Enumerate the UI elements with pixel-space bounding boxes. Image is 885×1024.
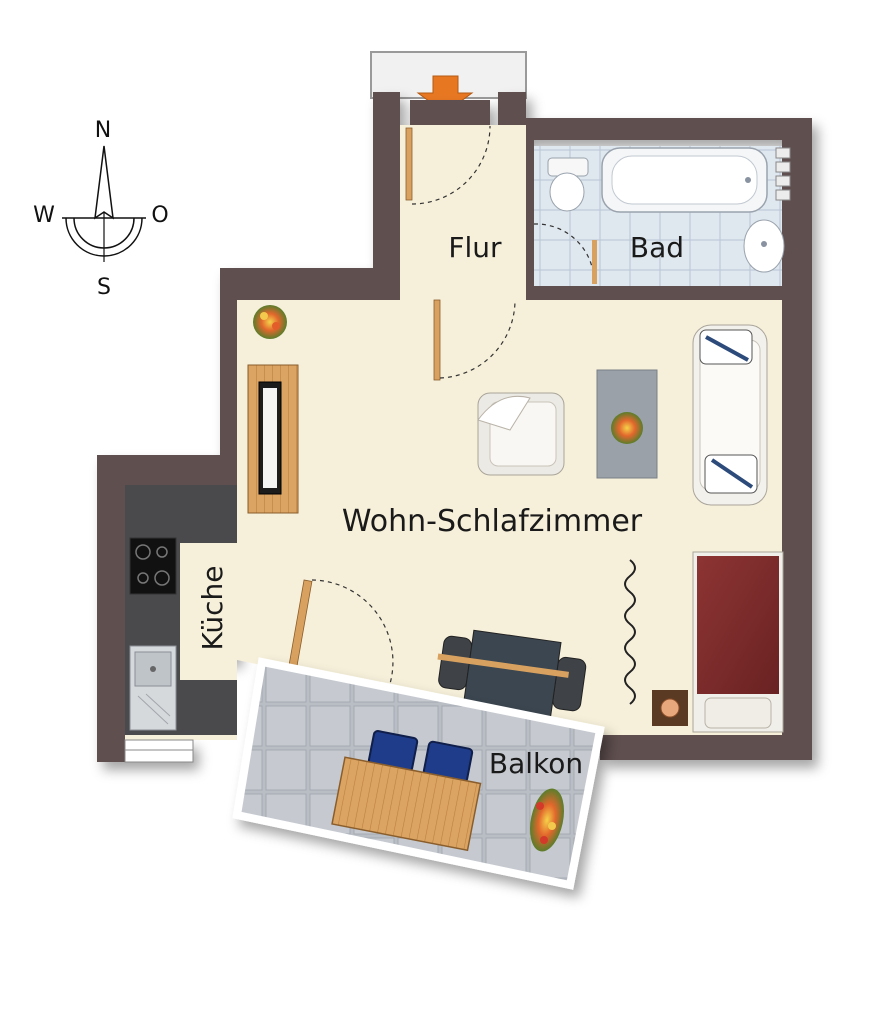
compass-north: N — [95, 118, 111, 143]
compass-south: S — [97, 275, 111, 300]
balcony-furniture — [331, 730, 482, 852]
dining-table — [437, 629, 587, 719]
flower-vase-icon — [611, 412, 643, 444]
compass-east: O — [151, 203, 168, 228]
sink-icon — [743, 219, 785, 273]
label-bad: Bad — [630, 231, 684, 264]
compass-west: W — [33, 203, 55, 228]
label-flur: Flur — [448, 231, 502, 264]
room-kueche — [124, 485, 237, 763]
toilet-icon — [547, 157, 589, 212]
nightstand-lamp-icon — [652, 690, 688, 726]
living-room-door[interactable] — [433, 299, 516, 381]
curtain-icon — [624, 559, 636, 705]
cooktop-icon — [129, 537, 177, 595]
label-balkon: Balkon — [489, 747, 583, 780]
compass-icon: N S W O — [33, 118, 169, 300]
balcony-flowers-icon — [529, 788, 565, 852]
shelf-icon — [775, 147, 791, 201]
kitchen-sink-icon — [129, 645, 177, 731]
room-bad — [526, 140, 791, 300]
tv-sideboard — [247, 364, 299, 514]
label-wohn: Wohn-Schlafzimmer — [342, 504, 643, 539]
balcony-table — [331, 756, 482, 852]
label-kueche: Küche — [196, 565, 229, 650]
bathtub-icon — [601, 147, 768, 213]
entrance-door[interactable] — [405, 125, 491, 205]
sofa-icon — [692, 324, 768, 506]
armchair-icon — [477, 392, 565, 476]
plant-icon — [253, 305, 287, 339]
coffee-table — [596, 369, 658, 479]
room-flur — [400, 125, 526, 300]
bed-icon — [692, 551, 784, 733]
